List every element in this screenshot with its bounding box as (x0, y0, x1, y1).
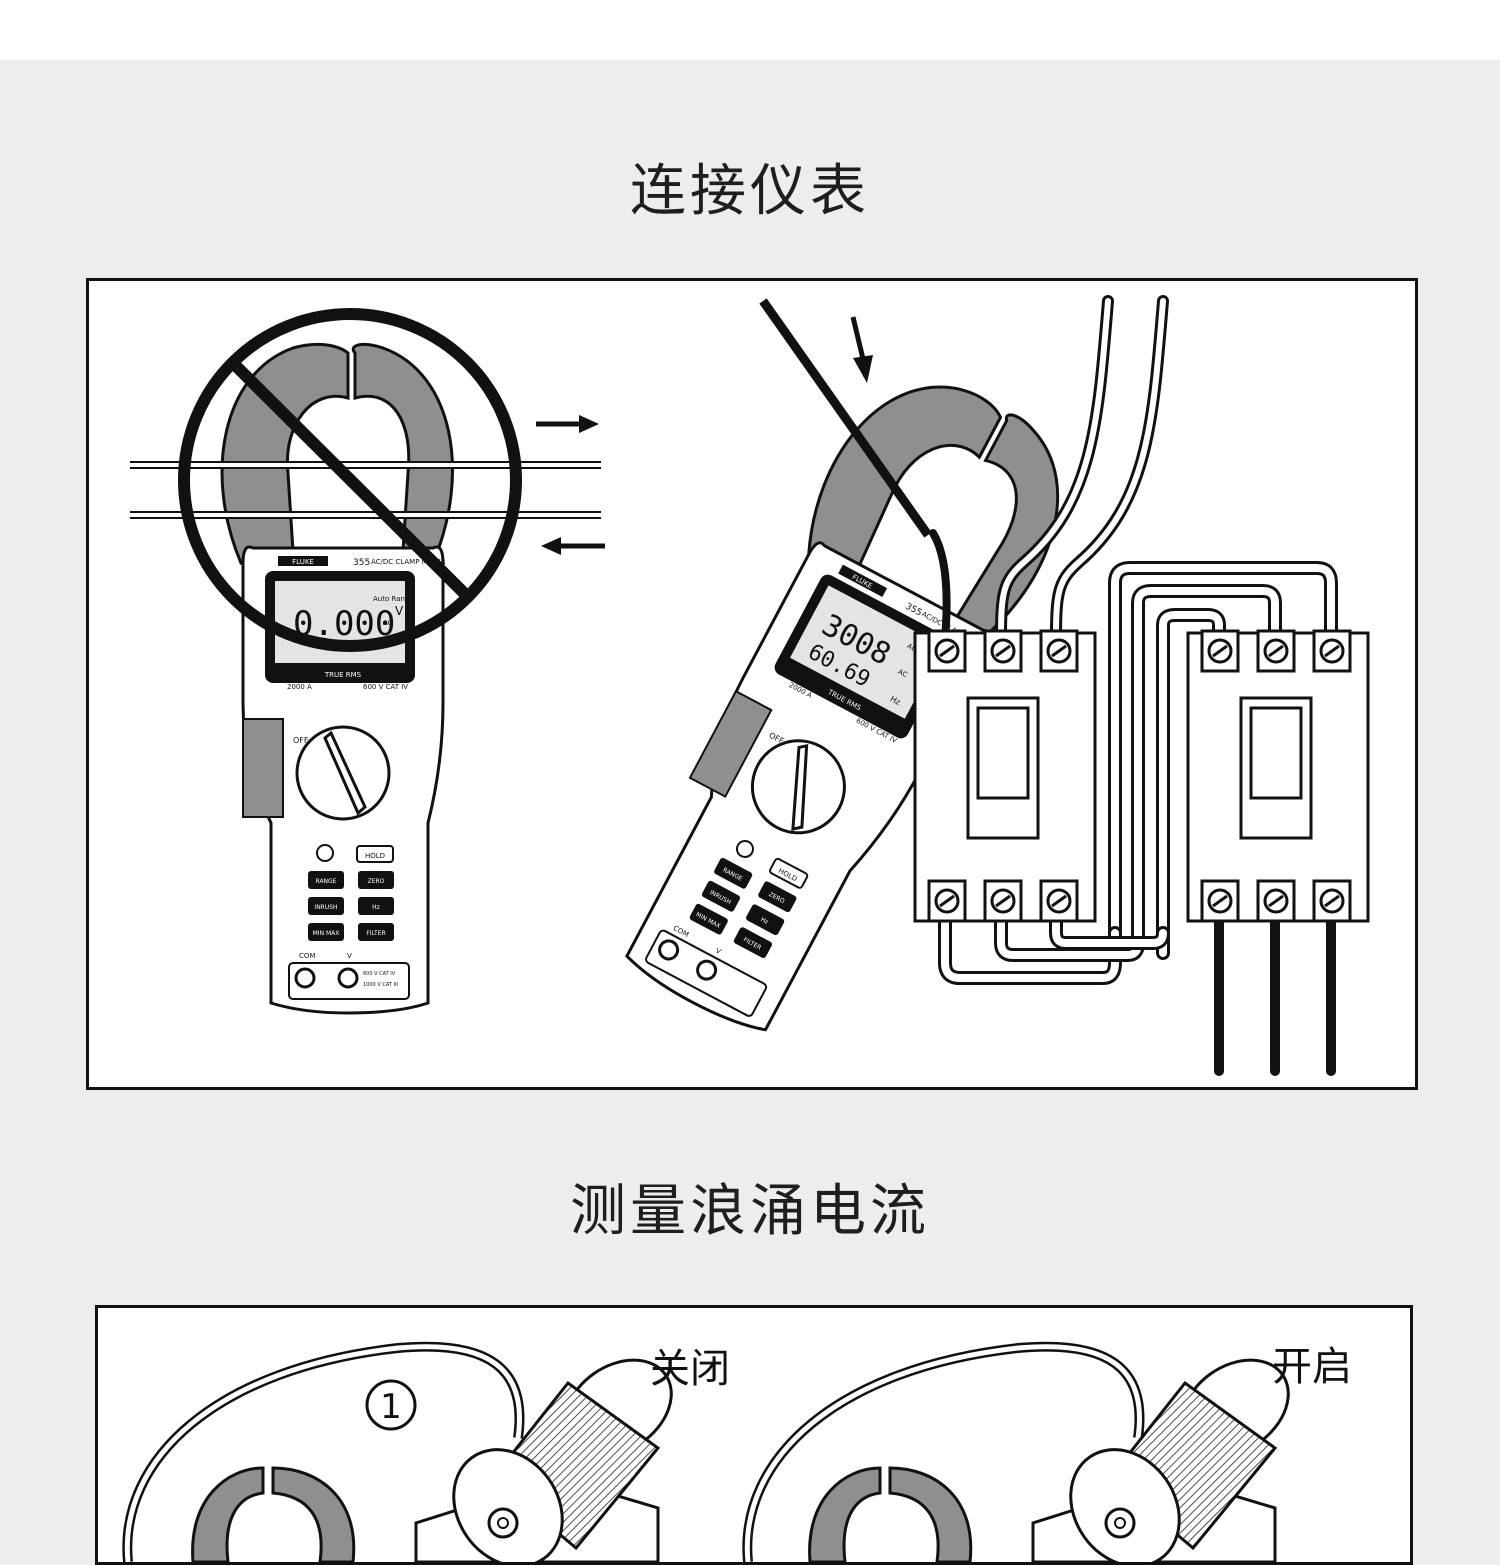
meter-left-hold-label: HOLD (365, 852, 385, 860)
breaker-handle[interactable] (976, 706, 1030, 800)
meter-left-power-button[interactable] (316, 844, 334, 862)
meter-right-jack-v: V (714, 947, 722, 956)
label-on: 开启 (1272, 1344, 1352, 1390)
meter-right-key-inrush[interactable] (701, 880, 741, 913)
screw-slot (1051, 894, 1067, 908)
meter-left-key-label: ZERO (368, 878, 385, 885)
meter-right-key-range[interactable] (713, 857, 753, 890)
meter-left-jack-com: COM (299, 952, 315, 960)
arrow-down (850, 316, 873, 383)
meter-right-dial-knob[interactable] (764, 743, 837, 832)
meter-left-key-zero[interactable] (358, 871, 394, 889)
motor-off (414, 1358, 673, 1562)
screw-slot (1268, 894, 1284, 908)
section-title-connect-meter: 连接仪表 (630, 159, 870, 224)
meter-left-subtitle: AC/DC CLAMP METER (371, 558, 446, 566)
meter-left-hold-button[interactable] (356, 845, 394, 863)
arrow-right (536, 415, 599, 433)
inrush-svg: 1 (122, 1341, 1290, 1562)
meter-left-key-range[interactable] (308, 871, 344, 889)
meter-right-hz: Hz (889, 694, 902, 707)
meter-left: FLUKE 355 AC/DC CLAMP METER Auto Range 0… (130, 308, 605, 1015)
meter-right-v-jack[interactable] (694, 958, 718, 982)
section-title-measure-inrush: 测量浪涌电流 (570, 1179, 930, 1244)
screw-slot (995, 644, 1011, 658)
meter-left-key-label: INRUSH (314, 904, 337, 911)
top-band (0, 0, 1500, 60)
screw-slot (939, 894, 955, 908)
meter-right-power-button[interactable] (734, 838, 756, 860)
clamp-jaw-off (191, 1466, 356, 1562)
meter-left-v-jack[interactable] (337, 967, 359, 989)
prohibited-slash (228, 358, 473, 602)
meter-left-jaw (351, 342, 454, 565)
breaker-handle[interactable] (1249, 706, 1303, 800)
meter-left-dial-knob[interactable] (323, 730, 367, 816)
screw-slot (1324, 644, 1340, 658)
meter-left-jack-v: V (347, 952, 352, 960)
meter-right-key-label: Hz (759, 916, 769, 926)
meter-right-com-jack[interactable] (656, 938, 680, 962)
meter-left-key-label: RANGE (316, 878, 337, 885)
meter-left-com-jack[interactable] (294, 967, 316, 989)
meter-left-rating-cat: 600 V CAT IV (363, 683, 408, 691)
meter-left-key-label: FILTER (366, 930, 385, 937)
connect-meter-svg: FLUKE 355 AC/DC CLAMP METER Auto Range 0… (130, 295, 1370, 1076)
single-conductor (759, 298, 932, 538)
meter-right-lcd (790, 585, 944, 719)
meter-right-key-zero[interactable] (757, 880, 797, 913)
meter-left-dial-off: OFF (293, 736, 309, 745)
screw-slot (1268, 644, 1284, 658)
meter-right-jaw (953, 413, 1060, 646)
connect-meter-illustration: FLUKE 355 AC/DC CLAMP METER Auto Range 0… (86, 278, 1418, 1090)
meter-left-key-label: MIN MAX (313, 930, 340, 937)
circuit-breakers (913, 629, 1370, 923)
meter-left-key-label: Hz (372, 904, 380, 911)
wiring (929, 295, 1338, 1076)
motor-on (1031, 1358, 1290, 1562)
meter-left-key-min-max[interactable] (308, 923, 344, 941)
meter-right-brand-strip (838, 564, 888, 597)
screw-slot (1324, 894, 1340, 908)
meter-right-ac: AC (897, 668, 909, 680)
meter-left-true-rms: TRUE RMS (324, 671, 362, 679)
arrow-left (541, 537, 605, 555)
meter-right-key-hz[interactable] (745, 903, 785, 936)
meter-left-jack-note-2: 1000 V CAT III (363, 982, 398, 988)
screw-slot (995, 894, 1011, 908)
meter-left-trigger (242, 718, 284, 818)
meter-right-trigger (688, 689, 773, 798)
clamp-jaw-on (808, 1466, 973, 1562)
meter-left-key-inrush[interactable] (308, 897, 344, 915)
label-off: 关闭 (650, 1346, 730, 1392)
prohibited-sign (178, 308, 522, 652)
meter-left-key-hz[interactable] (358, 897, 394, 915)
screw-slot (1051, 644, 1067, 658)
meter-left-unit: V (395, 604, 404, 618)
step-number: 1 (380, 1387, 402, 1427)
screw-slot (1212, 644, 1228, 658)
inrush-illustration: 1 (95, 1305, 1413, 1565)
screw-slot (1212, 894, 1228, 908)
meter-right-key-min-max[interactable] (689, 903, 729, 936)
step-circle (365, 1379, 417, 1431)
meter-left-jack-note-1: 600 V CAT IV (363, 971, 396, 977)
meter-left-key-filter[interactable] (358, 923, 394, 941)
meter-left-auto-range: Auto Range (373, 595, 414, 603)
meter-right-hold-button[interactable] (769, 857, 809, 889)
meter-left-brand-strip (278, 556, 328, 566)
meter-left-ac: AC (383, 619, 393, 627)
meter-left-model: 355 (353, 558, 370, 568)
screw-slot (939, 644, 955, 658)
breaker-body (913, 631, 1097, 923)
meter-left-rating-a: 2000 A (287, 683, 312, 691)
meter-right-key-filter[interactable] (733, 926, 773, 959)
meter-left-brand: FLUKE (292, 558, 314, 566)
